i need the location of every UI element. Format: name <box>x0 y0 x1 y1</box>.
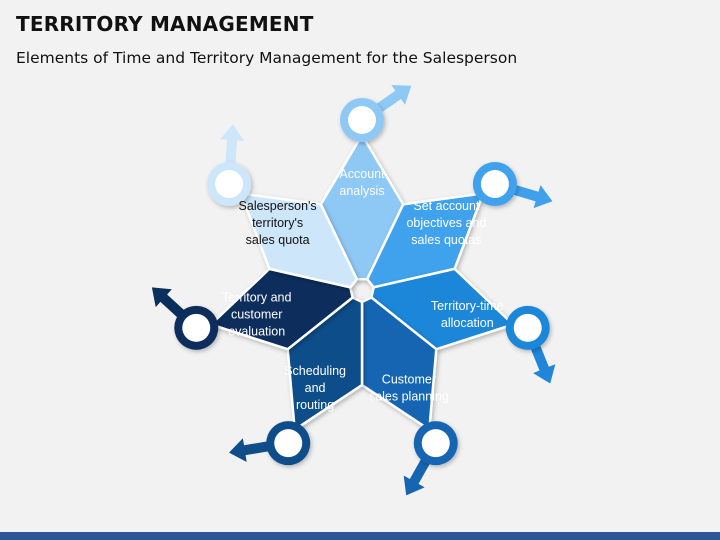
segment-2 <box>365 192 485 289</box>
segment-label-line: allocation <box>441 316 494 330</box>
segment-label-6: Territory and customer evaluation <box>222 291 292 339</box>
segment-3 <box>370 267 515 351</box>
segment-label-line: sales quota <box>246 233 310 247</box>
arrow-layer <box>151 85 556 496</box>
segment-label-line: and <box>305 381 326 395</box>
segment-label-4: Customer sales planning <box>369 372 449 403</box>
node-ring-center-5 <box>274 429 303 458</box>
segment-label-line: Set account <box>413 199 480 213</box>
segment-label-line: sales quotas <box>411 233 481 247</box>
segment-5 <box>286 296 364 431</box>
arrow-icon-3 <box>528 338 556 384</box>
page-title: TERRITORY MANAGEMENT <box>16 12 314 36</box>
segment-label-3: Territory-time allocation <box>431 299 504 330</box>
page-subtitle: Elements of Time and Territory Managemen… <box>16 49 518 67</box>
segment-label-line: Scheduling <box>284 364 346 378</box>
segment-label-line: analysis <box>339 184 384 198</box>
arrow-icon-2 <box>506 183 553 209</box>
segment-layer <box>209 133 515 431</box>
segment-6 <box>209 267 354 351</box>
node-ring-center-7 <box>215 170 244 199</box>
node-ring-center-2 <box>480 170 509 199</box>
node-ring-center-1 <box>348 106 376 134</box>
arrow-icon-4 <box>403 452 434 496</box>
segment-label-5: Scheduling and routing <box>284 364 346 412</box>
segment-label-line: routing <box>296 398 334 412</box>
bottom-band <box>0 532 720 540</box>
segment-label-line: territory's <box>252 216 303 230</box>
segment-label-line: Territory-time <box>431 299 504 313</box>
segment-label-line: objectives and <box>406 216 486 230</box>
segment-label-line: Salesperson's <box>239 199 317 213</box>
node-ring-center-6 <box>182 313 211 342</box>
segment-label-line: evaluation <box>228 325 285 339</box>
segment-label-line: Account <box>339 167 385 181</box>
segment-label-1: Account analysis <box>339 167 385 198</box>
segment-label-line: sales planning <box>369 389 449 403</box>
arrow-icon-1 <box>370 85 412 117</box>
segment-label-line: Customer <box>382 372 436 386</box>
ring-layer <box>174 98 550 466</box>
segment-4 <box>360 296 438 431</box>
segment-label-line: customer <box>231 308 282 322</box>
segment-label-line: Territory and <box>222 291 292 305</box>
segment-7 <box>239 192 359 289</box>
segment-label-2: Set account objectives and sales quotas <box>406 199 486 247</box>
arrow-icon-5 <box>229 438 276 462</box>
segment-label-7: Salesperson's territory's sales quota <box>239 199 317 247</box>
arrow-icon-7 <box>220 124 244 171</box>
node-ring-center-4 <box>421 429 450 458</box>
node-ring-center-3 <box>513 313 542 342</box>
